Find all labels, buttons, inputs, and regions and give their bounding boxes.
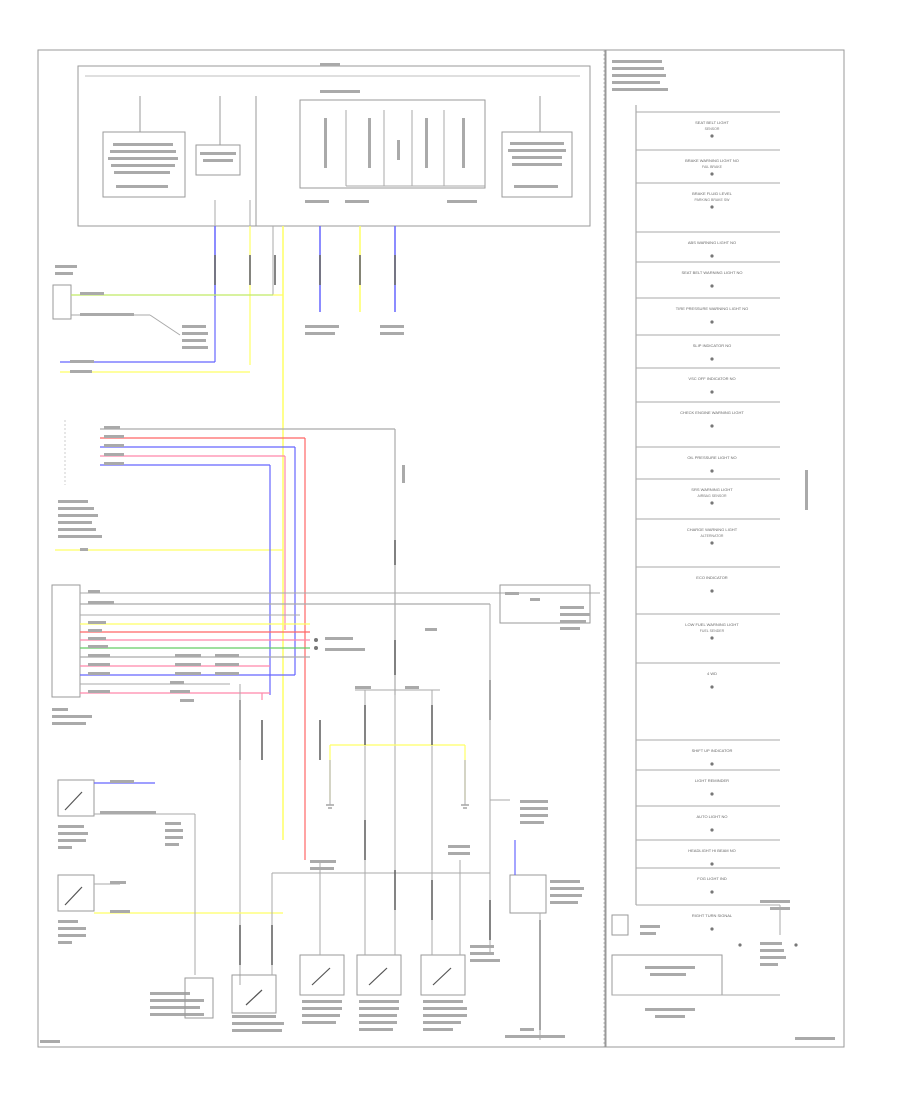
switch-icon [57, 779, 95, 912]
indicator-label: OIL PRESSURE LIGHT NO [687, 455, 736, 460]
combination-meter-panel [612, 60, 835, 1040]
indicator-terminal [710, 357, 714, 361]
indicator-sublabel: ALTERNATOR [701, 534, 724, 538]
indicator-terminal [710, 636, 714, 640]
indicator-terminal [710, 390, 714, 394]
indicator-label: BRAKE WARNING LIGHT NO [685, 158, 739, 163]
indicator-label: CHECK ENGINE WARNING LIGHT [680, 410, 744, 415]
combination-block [299, 99, 486, 189]
indicator-terminal [710, 469, 714, 473]
indicator-label: AUTO LIGHT NO [697, 814, 728, 819]
indicator-terminal [710, 927, 714, 931]
diagram-frame [37, 49, 606, 1048]
indicator-label: 4 WD [707, 671, 717, 676]
center-switches [299, 954, 466, 996]
indicator-label: SEAT BELT LIGHT [695, 120, 729, 125]
indicator-terminal [710, 254, 714, 258]
indicator-label: ECO INDICATOR [696, 575, 728, 580]
indicator-sublabel: FUEL SENDER [700, 629, 725, 633]
indicator-sublabel: FAIL BRAKE [702, 165, 723, 169]
indicator-label: CHARGE WARNING LIGHT [687, 527, 738, 532]
indicator-terminal [710, 205, 714, 209]
indicator-label: LOW FUEL WARNING LIGHT [685, 622, 739, 627]
indicator-terminal [710, 862, 714, 866]
indicator-terminal [710, 589, 714, 593]
indicator-label: SRS WARNING LIGHT [691, 487, 733, 492]
indicator-label: SEAT BELT WARNING LIGHT NO [681, 270, 742, 275]
indicator-terminal [710, 424, 714, 428]
indicator-label: VSC OFF INDICATOR NO [688, 376, 735, 381]
indicator-terminal [710, 320, 714, 324]
indicator-label: ABS WARNING LIGHT NO [688, 240, 736, 245]
indicator-label: HEADLIGHT HI BEAM NO [688, 848, 736, 853]
indicator-label: SHIFT UP INDICATOR [692, 748, 733, 753]
indicator-terminal [710, 541, 714, 545]
indicator-sublabel: SENSOR [705, 127, 720, 131]
indicator-terminal [710, 685, 714, 689]
indicator-sublabel: AIRBAG SENSOR [698, 494, 727, 498]
indicator-list: SEAT BELT LIGHT SENSOR BRAKE WARNING LIGHT… [636, 111, 780, 931]
indicator-label: SLIP INDICATOR NO [693, 343, 731, 348]
indicator-label: RIGHT TURN SIGNAL [692, 913, 733, 918]
indicator-terminal [710, 890, 714, 894]
indicator-label: FOG LIGHT IND [697, 876, 727, 881]
indicator-terminal [710, 762, 714, 766]
indicator-terminal [710, 284, 714, 288]
indicator-label: BRAKE FLUID LEVEL [692, 191, 733, 196]
indicator-label: TIRE PRESSURE WARNING LIGHT NO [676, 306, 748, 311]
wire-blue-top [214, 226, 396, 312]
indicator-label: LIGHT REMINDER [695, 778, 729, 783]
indicator-terminal [710, 792, 714, 796]
indicator-terminal [710, 501, 714, 505]
indicator-sublabel: PARKING BRAKE SW [695, 198, 731, 202]
indicator-terminal [710, 172, 714, 176]
meter-frame [605, 49, 845, 1048]
indicator-terminal [710, 828, 714, 832]
ground-icon [326, 804, 469, 809]
indicator-terminal [710, 134, 714, 138]
